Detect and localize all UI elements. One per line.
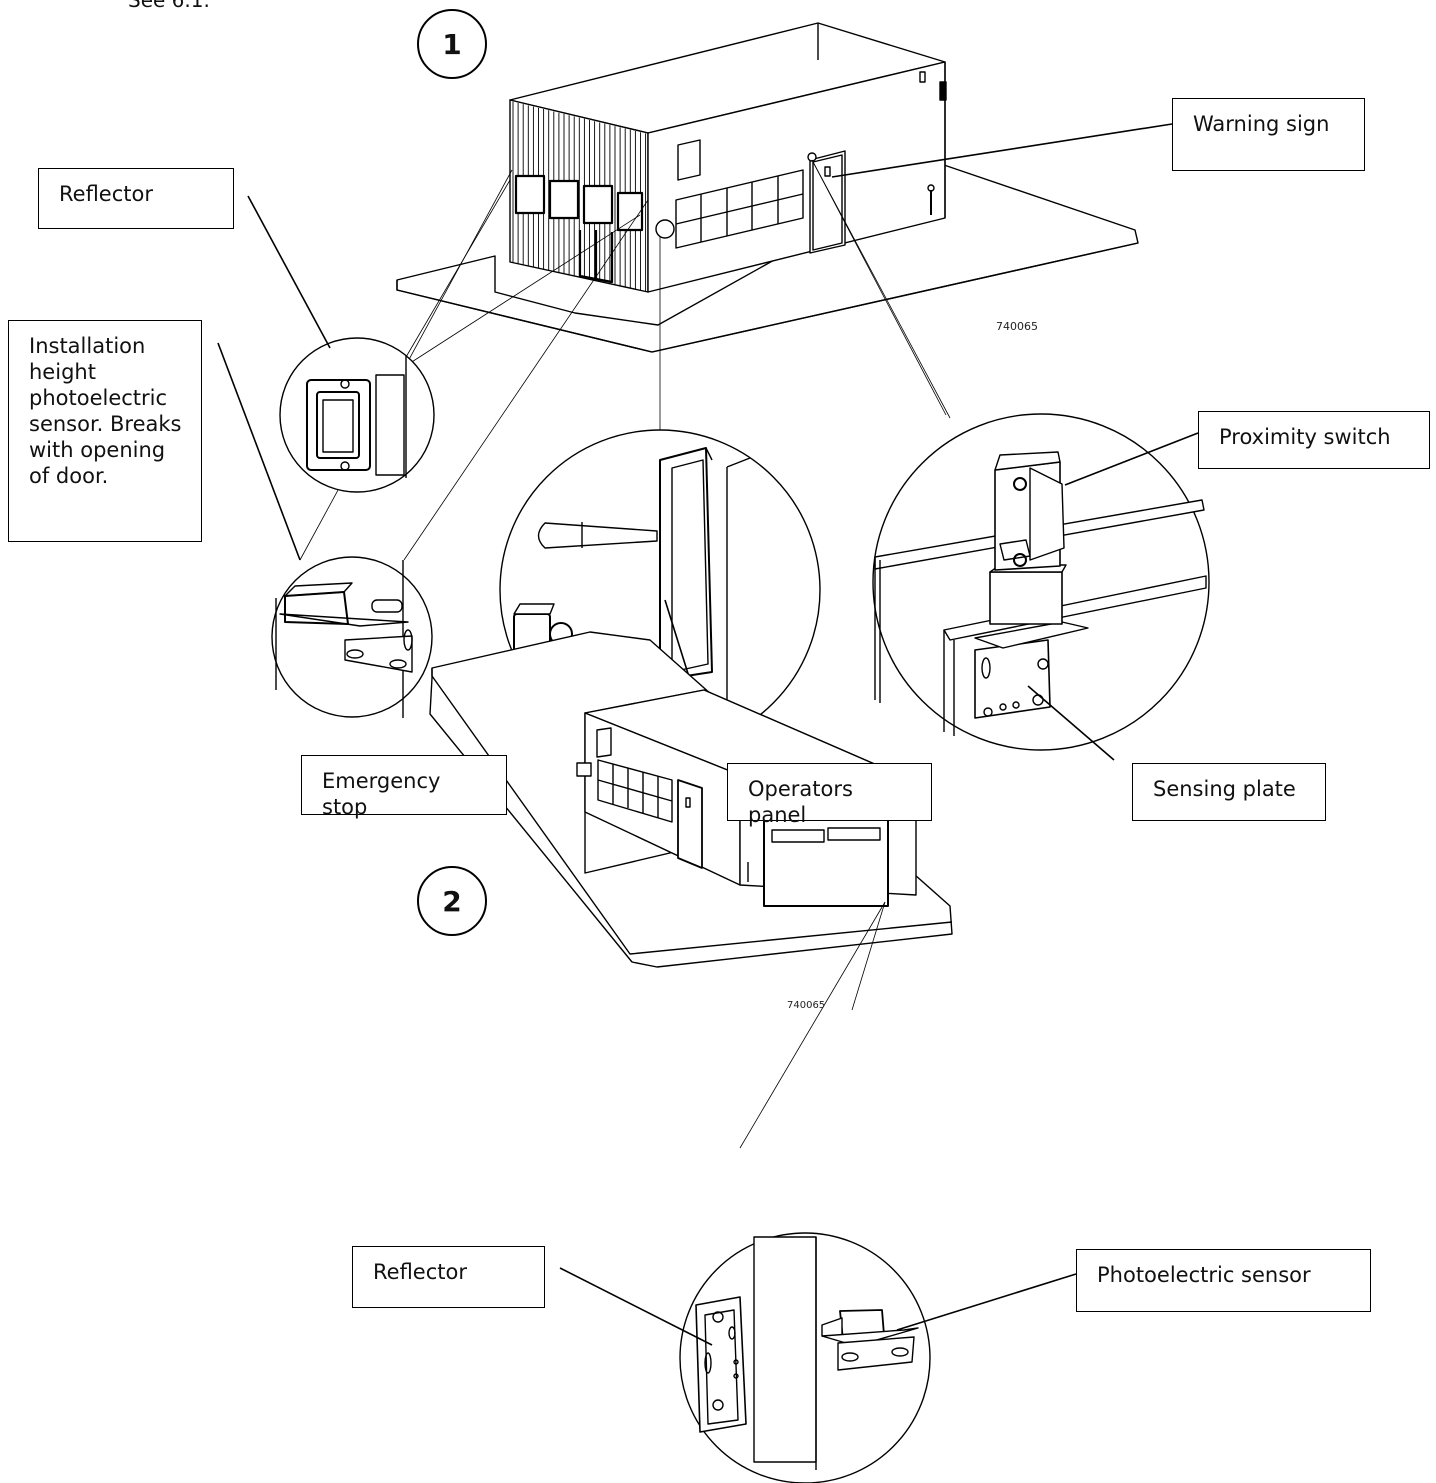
label-warning-sign: Warning sign xyxy=(1172,98,1365,171)
sensing-plate-shape xyxy=(974,639,1051,719)
label-reflector-1: Reflector xyxy=(38,168,234,229)
label-reflector-2: Reflector xyxy=(352,1246,545,1308)
figure-2-ref-code: 740065 xyxy=(787,1000,826,1011)
figure-1-number: 1 xyxy=(417,9,487,79)
detail-proximity xyxy=(872,413,1210,751)
detail-reflector-1 xyxy=(279,337,435,493)
detail-sensor-1 xyxy=(271,556,433,718)
building-1 xyxy=(396,22,1139,353)
operators-panel-shape xyxy=(659,447,713,681)
figure-2-number: 2 xyxy=(417,866,487,936)
label-proximity-switch: Proximity switch xyxy=(1198,411,1430,469)
front-windows-1 xyxy=(514,174,644,284)
label-installation-height: Installation height photoelectric sensor… xyxy=(8,320,202,542)
label-photoelectric-sensor: Photoelectric sensor xyxy=(1076,1249,1371,1312)
label-emergency-stop: Emergency stop xyxy=(301,755,507,819)
detail-leaders-2 xyxy=(739,901,886,1149)
top-note: See 6.1. xyxy=(128,0,210,12)
building-2 xyxy=(429,631,953,968)
reflector-2-shape xyxy=(695,1296,747,1433)
detail-sensor-2 xyxy=(679,1232,931,1483)
label-sensing-plate: Sensing plate xyxy=(1132,763,1326,821)
figure-1-ref-code: 740065 xyxy=(996,320,1038,333)
label-operators-panel: Operators panel xyxy=(727,763,932,827)
side-windows-1 xyxy=(675,169,804,249)
callout-leaders-2 xyxy=(559,1267,1077,1346)
side-windows-2 xyxy=(597,759,673,823)
